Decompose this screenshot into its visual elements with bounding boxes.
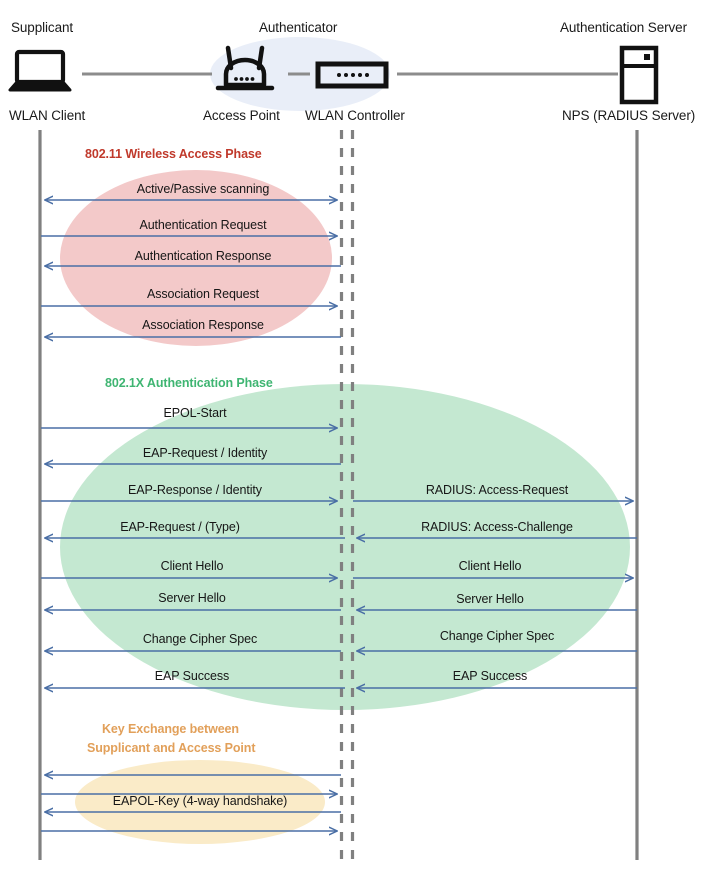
msg-label-change-cipher-spec-left: Change Cipher Spec: [142, 632, 258, 646]
msg-label-radius-access-request: RADIUS: Access-Request: [425, 483, 569, 497]
msg-label-change-cipher-spec-right: Change Cipher Spec: [439, 629, 555, 643]
msg-label-association-request: Association Request: [146, 287, 260, 301]
phase-80211-ellipse: [60, 170, 332, 346]
laptop-icon: [8, 49, 72, 92]
actor-device-nps: NPS (RADIUS Server): [562, 108, 696, 123]
phase-key-ellipse: [75, 760, 325, 844]
phase-title-key-exchange-line1: Key Exchange between: [102, 722, 239, 736]
msg-label-active-passive-scanning: Active/Passive scanning: [136, 182, 270, 196]
phase-title-8021x: 802.1X Authentication Phase: [105, 376, 273, 390]
actor-role-supplicant: Supplicant: [11, 20, 74, 35]
actor-role-authenticator: Authenticator: [259, 20, 338, 35]
msg-label-server-hello-left: Server Hello: [158, 591, 226, 605]
msg-label-eapol-key: EAPOL-Key (4-way handshake): [112, 794, 288, 808]
msg-label-client-hello-left: Client Hello: [160, 559, 224, 573]
msg-label-epol-start: EPOL-Start: [163, 406, 227, 420]
actor-device-wlan-controller: WLAN Controller: [305, 108, 405, 123]
msg-label-eap-request-identity: EAP-Request / Identity: [142, 446, 268, 460]
phase-8021x-ellipse: [60, 384, 630, 710]
phase-title-key-exchange-line2: Supplicant and Access Point: [87, 741, 256, 755]
access-point-icon: [215, 45, 275, 91]
msg-label-client-hello-right: Client Hello: [458, 559, 522, 573]
msg-label-authentication-response: Authentication Response: [134, 249, 272, 263]
phase-title-80211: 802.11 Wireless Access Phase: [85, 147, 262, 161]
msg-label-authentication-request: Authentication Request: [139, 218, 267, 232]
server-icon: [619, 45, 659, 105]
msg-label-eap-request-type: EAP-Request / (Type): [120, 520, 240, 534]
msg-label-radius-access-challenge: RADIUS: Access-Challenge: [421, 520, 573, 534]
msg-label-association-response: Association Response: [142, 318, 264, 332]
msg-label-eap-response-identity: EAP-Response / Identity: [128, 483, 262, 497]
actor-role-auth-server: Authentication Server: [560, 20, 687, 35]
msg-label-eap-success-right: EAP Success: [452, 669, 528, 683]
msg-label-eap-success-left: EAP Success: [154, 669, 230, 683]
actor-device-wlan-client: WLAN Client: [9, 108, 86, 123]
msg-label-server-hello-right: Server Hello: [456, 592, 524, 606]
actor-device-access-point: Access Point: [203, 108, 280, 123]
wlan-controller-icon: [315, 61, 389, 89]
